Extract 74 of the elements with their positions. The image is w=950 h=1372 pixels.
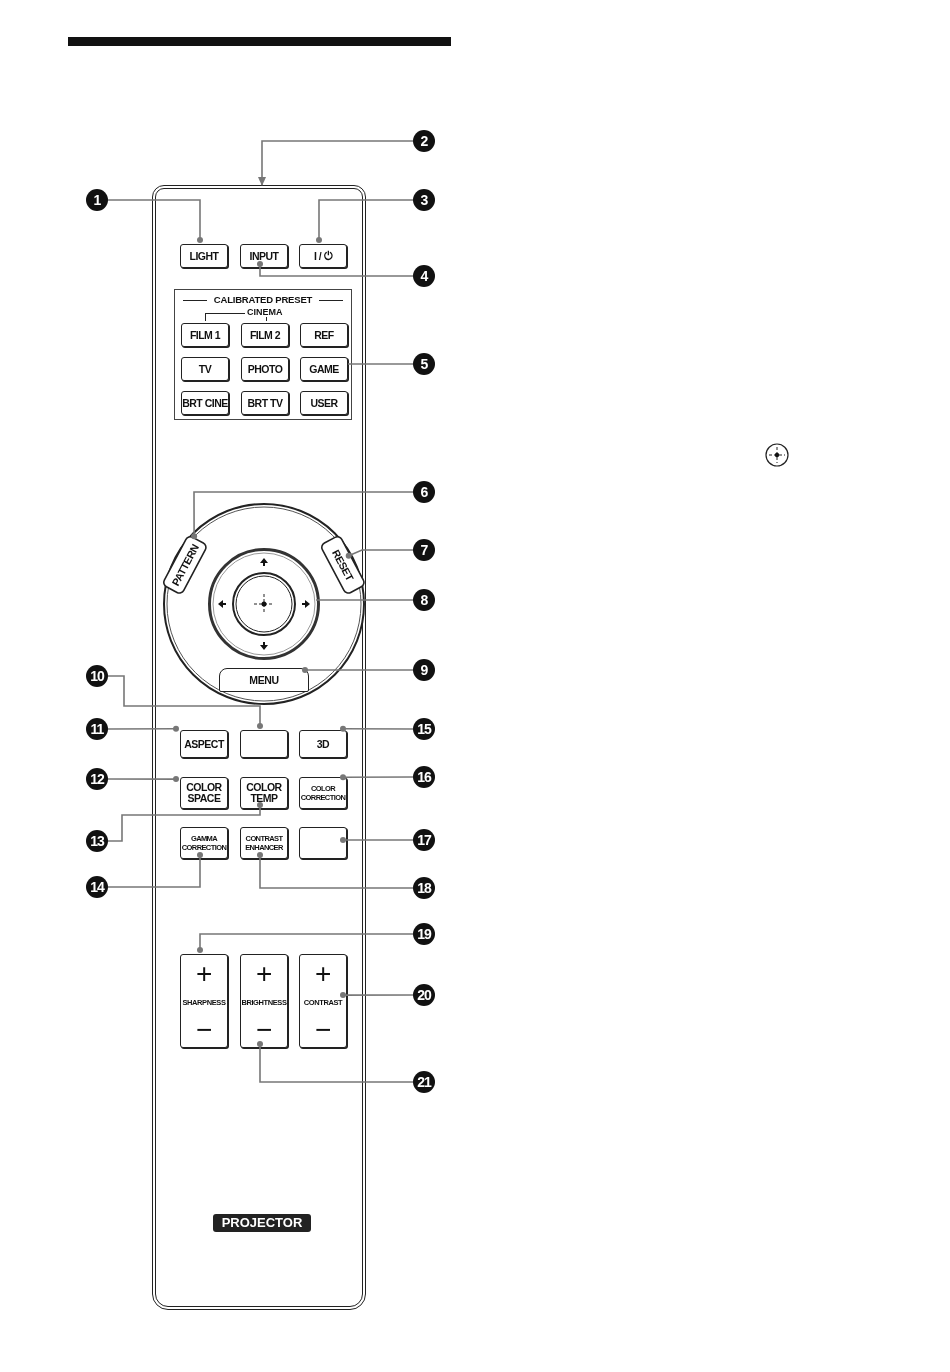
callout-number: 2 xyxy=(413,130,435,152)
dial-button: MENU xyxy=(219,668,309,692)
remote-control-body xyxy=(152,185,366,1310)
model-label: PROJECTOR xyxy=(213,1214,311,1232)
remote-button xyxy=(240,730,288,758)
remote-button: FILM 1 xyxy=(181,323,229,347)
rocker-button xyxy=(180,954,228,1048)
remote-button: GAME xyxy=(300,357,348,381)
rocker-button xyxy=(299,954,347,1048)
remote-button: INPUT xyxy=(240,244,288,268)
callout-number: 13 xyxy=(86,830,108,852)
callout-number: 8 xyxy=(413,589,435,611)
callout-number: 4 xyxy=(413,265,435,287)
leader-line xyxy=(302,667,414,673)
remote-button: BRT TV xyxy=(241,391,289,415)
remote-button: LIGHT xyxy=(180,244,228,268)
callout-number: 5 xyxy=(413,353,435,375)
callout-number: 17 xyxy=(413,829,435,851)
remote-button: PHOTO xyxy=(241,357,289,381)
remote-button: USER xyxy=(300,391,348,415)
callout-number: 16 xyxy=(413,766,435,788)
panel-heading: CALIBRATED PRESET xyxy=(212,294,314,305)
remote-button xyxy=(299,827,347,859)
callout-number: 10 xyxy=(86,665,108,687)
leader-line xyxy=(347,363,414,365)
remote-button: TV xyxy=(181,357,229,381)
leader-line xyxy=(191,491,414,540)
button-panel xyxy=(174,289,352,420)
callout-number: 11 xyxy=(86,718,108,740)
callout-number: 12 xyxy=(86,768,108,790)
remote-button: COLOR TEMP xyxy=(240,777,288,809)
callout-number: 18 xyxy=(413,877,435,899)
leader-line xyxy=(345,549,414,559)
leader-line xyxy=(257,1041,414,1083)
leader-line xyxy=(340,774,414,781)
leader-line xyxy=(107,776,179,783)
plus-sign: + xyxy=(315,961,331,987)
minus-sign: − xyxy=(256,1017,272,1043)
leader-line xyxy=(107,725,179,732)
remote-button: REF xyxy=(300,323,348,347)
leader-line xyxy=(107,199,203,243)
callout-number: 9 xyxy=(413,659,435,681)
leader-line xyxy=(107,802,263,842)
leader-line xyxy=(257,261,414,277)
plus-sign: + xyxy=(256,961,272,987)
leader-line xyxy=(107,852,203,888)
remote-button: 3D xyxy=(299,730,347,758)
callout-number: 3 xyxy=(413,189,435,211)
remote-button: ASPECT xyxy=(180,730,228,758)
leader-line xyxy=(107,675,263,729)
remote-button: BRT CINE xyxy=(181,391,229,415)
plus-sign: + xyxy=(196,961,212,987)
rocker-button xyxy=(240,954,288,1048)
callout-number: 20 xyxy=(413,984,435,1006)
callout-number: 14 xyxy=(86,876,108,898)
leader-line xyxy=(316,199,414,243)
leader-line xyxy=(257,852,414,889)
remote-button: FILM 2 xyxy=(241,323,289,347)
group-label: CINEMA xyxy=(245,307,285,317)
arrow xyxy=(258,140,414,186)
callout-number: 19 xyxy=(413,923,435,945)
callout-number: 6 xyxy=(413,481,435,503)
callout-number: 21 xyxy=(413,1071,435,1093)
leader-line xyxy=(340,725,414,732)
leader-line xyxy=(340,837,414,843)
remote-button: I / ⏻ xyxy=(299,244,347,268)
remote-button: COLOR SPACE xyxy=(180,777,228,809)
callout-number: 7 xyxy=(413,539,435,561)
leader-line xyxy=(197,933,414,953)
callout-number: 15 xyxy=(413,718,435,740)
minus-sign: − xyxy=(315,1017,331,1043)
callout-number: 1 xyxy=(86,189,108,211)
minus-sign: − xyxy=(196,1017,212,1043)
leader-line xyxy=(340,992,414,999)
